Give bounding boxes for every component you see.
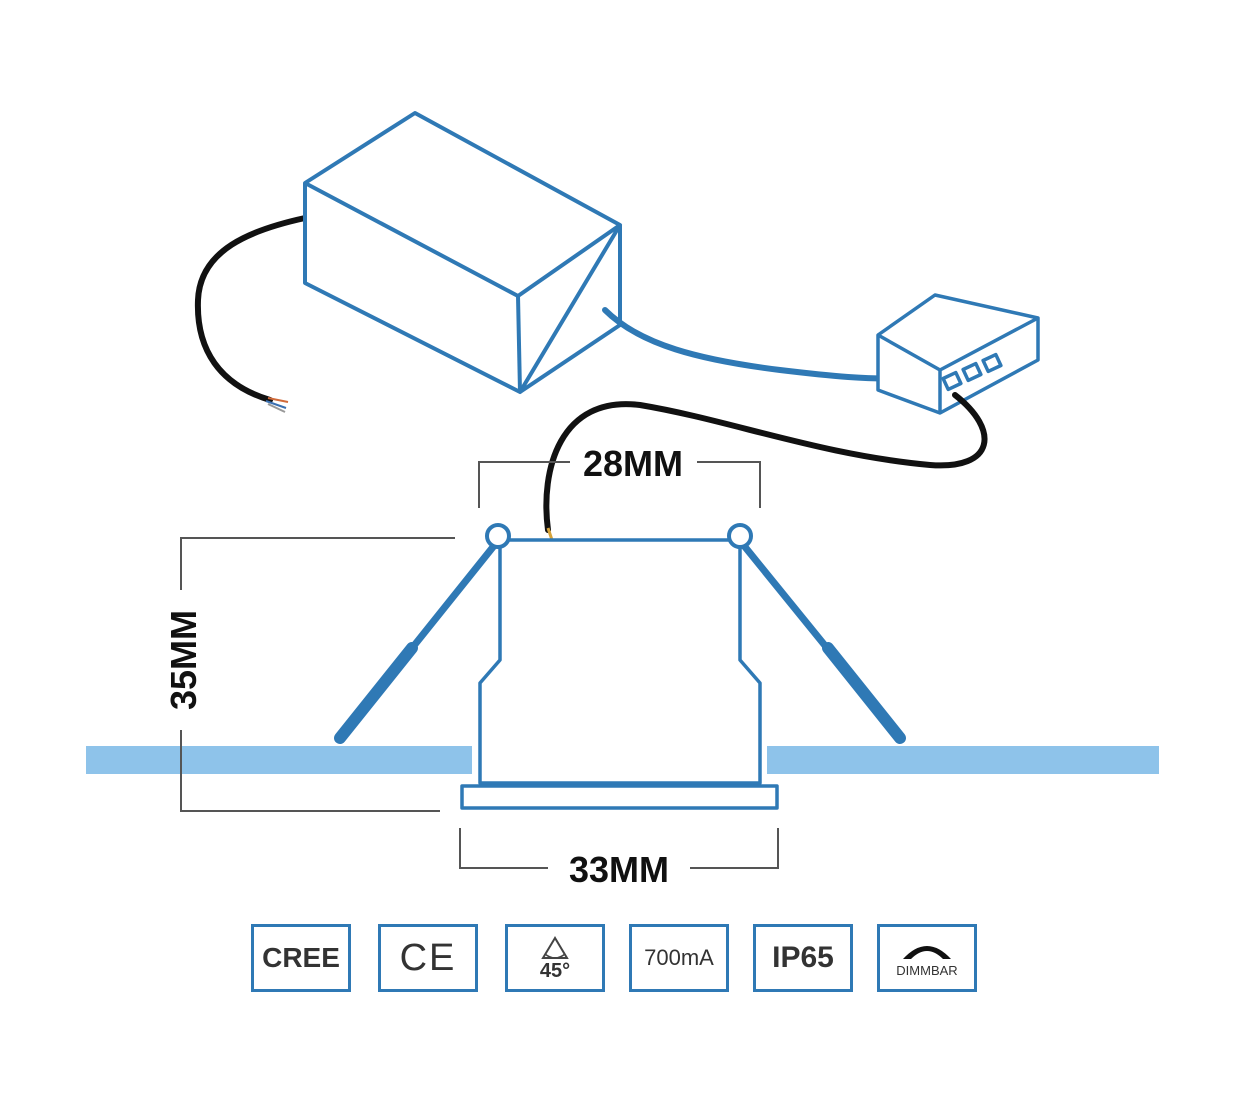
dimmable-badge: DIMMBAR <box>877 924 977 992</box>
mains-cable <box>194 215 308 413</box>
beam-angle-label: 45° <box>539 959 571 982</box>
lamp-cable <box>543 392 988 533</box>
distributor-box <box>876 293 1040 415</box>
dimension-bottom-lines <box>459 828 779 869</box>
ip-rating-badge: IP65 <box>753 924 853 992</box>
beam-angle-icon <box>541 935 569 959</box>
cree-label: CREE <box>262 942 340 973</box>
dimension-top-lines <box>478 461 761 508</box>
spring-clip-left <box>334 523 511 744</box>
lamp-housing <box>460 538 779 810</box>
dimension-bottom-label: 33MM <box>569 849 669 890</box>
current-label: 700mA <box>644 945 714 970</box>
current-badge: 700mA <box>629 924 729 992</box>
dimension-top-label: 28MM <box>583 443 683 484</box>
led-driver-box <box>303 111 622 394</box>
ce-mark: CE <box>399 936 457 979</box>
driver-output-cable <box>602 307 908 382</box>
beam-angle-badge: 45° <box>505 924 605 992</box>
dimension-height-lines <box>180 537 455 812</box>
ceiling-panel-left <box>86 746 472 774</box>
dimmer-arc-icon <box>903 945 951 959</box>
ceiling-panel-right <box>767 746 1159 774</box>
ip-rating-label: IP65 <box>772 941 834 974</box>
dimmable-label: DIMMBAR <box>896 962 958 978</box>
cree-badge: CREE <box>251 924 351 992</box>
spring-clip-right <box>727 523 906 744</box>
dimension-height-label: 35MM <box>163 610 204 710</box>
ce-badge: CE <box>378 924 478 992</box>
